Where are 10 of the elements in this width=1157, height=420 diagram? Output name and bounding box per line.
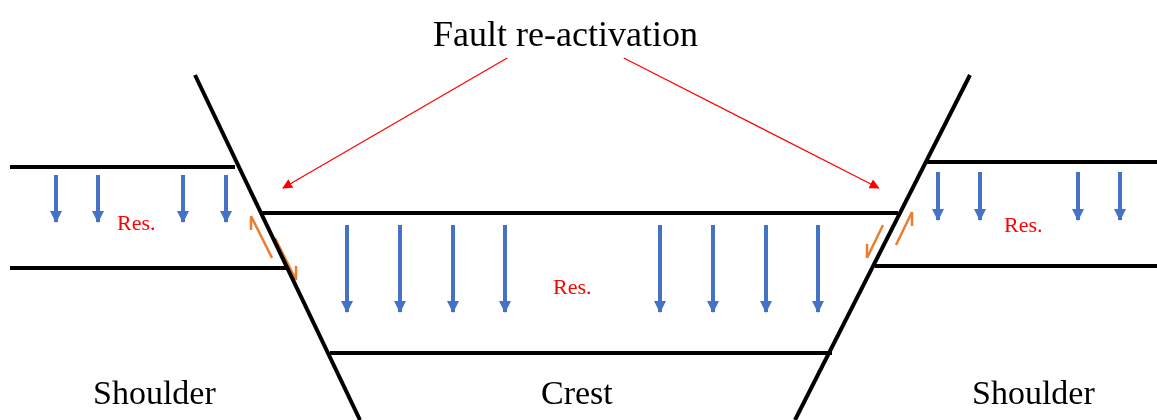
zone-label: Shoulder [972,376,1095,410]
zone-label: Shoulder [93,376,216,410]
leader-arrow [282,57,508,189]
reservoir-label: Res. [117,212,156,234]
fault-line [793,74,972,420]
reservoir-label: Res. [1004,214,1043,236]
callout-text: Fault re-activation [433,16,698,52]
zone-label: Crest [541,376,613,410]
leader-arrow [623,57,880,189]
reservoir-label: Res. [553,276,592,298]
